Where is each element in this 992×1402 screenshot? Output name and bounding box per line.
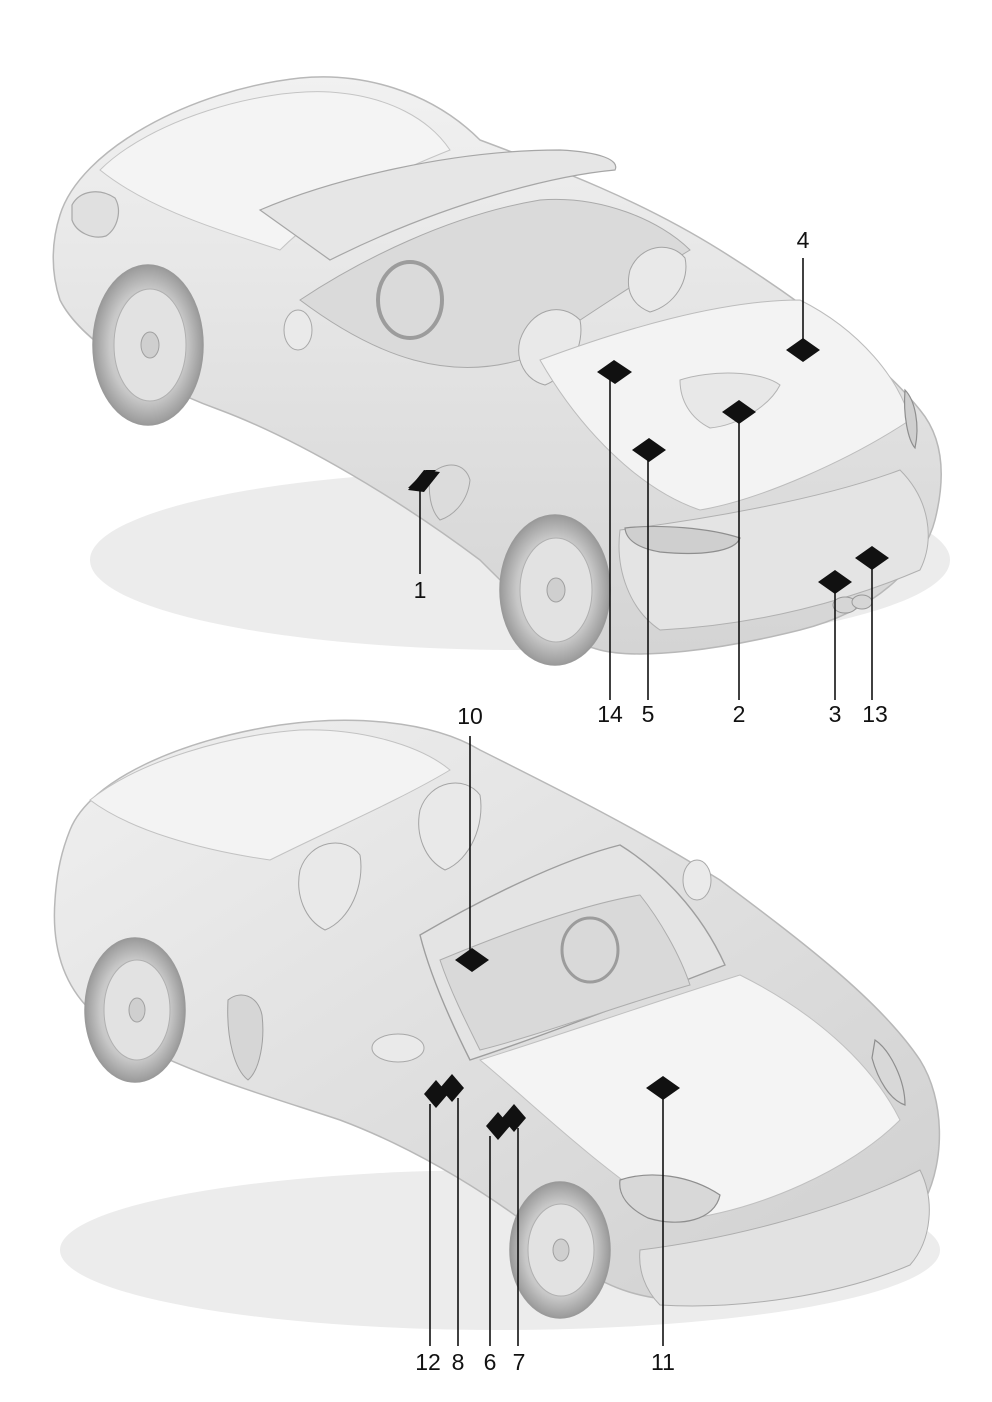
side-air-intake (428, 464, 471, 521)
cockpit (439, 894, 691, 1051)
marker-2 (722, 400, 756, 424)
marker-1-shape (408, 470, 440, 492)
side-mirror (283, 309, 313, 351)
marker-12 (424, 1080, 448, 1108)
car-rear-view (52, 76, 950, 666)
marker-5 (632, 438, 666, 462)
marker-11 (646, 1076, 680, 1100)
taillight-right (903, 388, 918, 450)
steering-wheel (376, 260, 444, 340)
headlight-right (871, 1038, 906, 1106)
callout-label-10: 10 (457, 703, 483, 729)
marker-3 (818, 570, 852, 594)
steering-wheel (560, 916, 620, 984)
callout-label-12: 12 (415, 1349, 441, 1375)
side-mirror-right (682, 859, 712, 901)
leader-lines-bottom (429, 736, 664, 1346)
marker-10 (455, 948, 489, 972)
wheel-rear (84, 937, 186, 1083)
seat-right (418, 782, 482, 871)
seat-right (627, 246, 687, 313)
callout-label-14: 14 (597, 701, 623, 727)
marker-14 (597, 360, 632, 384)
engine-cover (679, 372, 781, 429)
callout-label-8: 8 (452, 1349, 465, 1375)
callout-label-5: 5 (642, 701, 655, 727)
marker-6 (486, 1112, 510, 1140)
markers-bottom (424, 948, 680, 1140)
callout-label-2: 2 (733, 701, 746, 727)
windshield-frame (258, 149, 617, 261)
taillight (624, 525, 741, 555)
cockpit (299, 198, 691, 368)
hood (99, 91, 451, 251)
wheel-rear (499, 514, 611, 666)
callout-label-3: 3 (829, 701, 842, 727)
callout-label-6: 6 (484, 1349, 497, 1375)
callout-label-7: 7 (513, 1349, 526, 1375)
side-air-intake (227, 994, 264, 1081)
rear-deck (89, 729, 451, 861)
marker-13 (855, 546, 889, 570)
headlight (71, 191, 119, 238)
callout-label-13: 13 (862, 701, 888, 727)
front-bumper (639, 1169, 930, 1307)
wheel-front (92, 264, 204, 426)
marker-4 (786, 338, 820, 362)
callout-label-1: 1 (414, 577, 427, 603)
seat-left (298, 842, 362, 931)
callout-label-11: 11 (651, 1349, 675, 1375)
leader-lines-top (419, 258, 873, 700)
rear-bumper (618, 469, 929, 631)
exhaust-pipe (851, 594, 873, 610)
markers-top (408, 338, 889, 594)
hood (478, 974, 901, 1221)
car-front-view (53, 719, 941, 1330)
side-mirror (371, 1033, 425, 1063)
callout-label-4: 4 (797, 227, 810, 253)
wheel-front (509, 1181, 611, 1319)
